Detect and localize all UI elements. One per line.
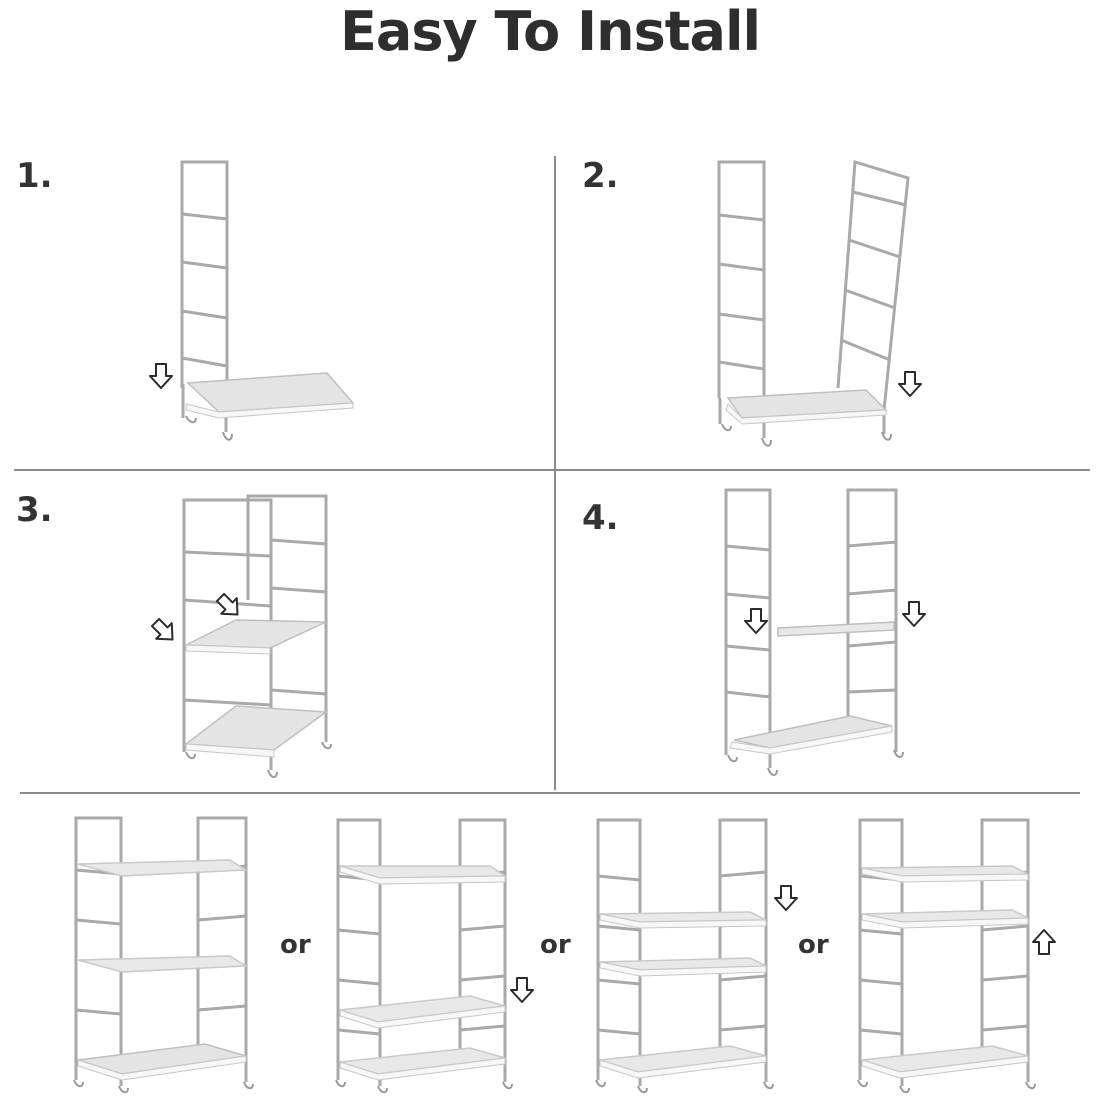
configuration-d-illustration bbox=[857, 818, 1056, 1094]
configuration-c-illustration bbox=[595, 818, 798, 1094]
down-arrow-icon bbox=[902, 601, 926, 627]
step-4-number: 4. bbox=[582, 498, 619, 538]
step-3-illustration bbox=[146, 494, 332, 778]
configuration-a-illustration bbox=[73, 816, 254, 1094]
down-arrow-icon bbox=[898, 371, 922, 397]
step-2-illustration bbox=[717, 160, 922, 447]
page-title: Easy To Install bbox=[340, 0, 761, 63]
or-label-3: or bbox=[798, 930, 829, 960]
diagonal-arrow-icon bbox=[146, 613, 182, 649]
down-arrow-icon bbox=[744, 608, 768, 634]
grid-dividers bbox=[14, 156, 1090, 794]
or-label-2: or bbox=[540, 930, 571, 960]
down-arrow-icon bbox=[510, 977, 534, 1003]
up-arrow-icon bbox=[1032, 929, 1056, 955]
step-1-illustration bbox=[149, 160, 355, 441]
configuration-b-illustration bbox=[335, 818, 534, 1094]
down-arrow-icon bbox=[149, 363, 173, 389]
step-2-number: 2. bbox=[582, 156, 619, 196]
step-1-number: 1. bbox=[16, 156, 53, 196]
step-3-number: 3. bbox=[16, 490, 53, 530]
or-label-1: or bbox=[280, 930, 311, 960]
down-arrow-icon bbox=[774, 885, 798, 911]
diagonal-arrow-icon bbox=[211, 588, 247, 624]
step-4-illustration bbox=[724, 488, 926, 776]
